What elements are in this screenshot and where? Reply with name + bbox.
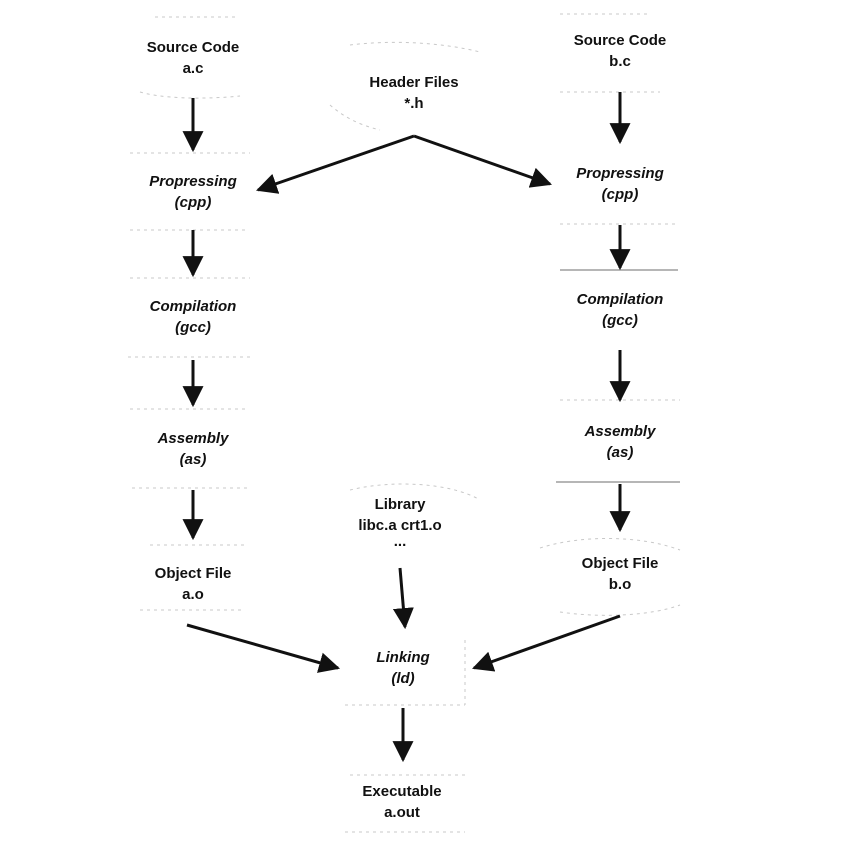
right-compile-tool: (gcc) bbox=[602, 312, 638, 329]
right-preprocess-title: Propressing bbox=[576, 165, 664, 182]
right-object-title: Object File bbox=[581, 555, 659, 572]
left-object-title: Object File bbox=[154, 565, 232, 582]
linking-node: Linking (ld) bbox=[343, 647, 463, 689]
arrow-header-to-left-preprocess bbox=[256, 134, 415, 194]
arrow-library-to-linking bbox=[392, 567, 414, 630]
right-object-file: b.o bbox=[608, 576, 632, 593]
left-source-title: Source Code bbox=[146, 39, 240, 56]
left-assemble-title: Assembly bbox=[157, 430, 229, 447]
right-source-node: Source Code b.c bbox=[560, 30, 680, 72]
right-preprocess-tool: (cpp) bbox=[601, 186, 639, 203]
library-title: Library bbox=[374, 496, 426, 513]
library-files: libc.a crt1.o bbox=[358, 517, 442, 534]
executable-file: a.out bbox=[384, 804, 420, 821]
right-object-node: Object File b.o bbox=[560, 553, 680, 595]
arrow-left-object-to-linking bbox=[186, 623, 341, 673]
right-preprocess-node: Propressing (cpp) bbox=[560, 163, 680, 205]
header-files-node: Header Files *.h bbox=[354, 72, 474, 114]
right-source-file: b.c bbox=[609, 53, 631, 70]
arrow-right-object-to-linking bbox=[472, 614, 621, 672]
library-node: Library libc.a crt1.o ... bbox=[330, 494, 470, 550]
left-assemble-tool: (as) bbox=[179, 451, 207, 468]
right-compile-title: Compilation bbox=[576, 291, 664, 308]
left-preprocess-tool: (cpp) bbox=[174, 194, 212, 211]
linking-tool: (ld) bbox=[391, 670, 415, 687]
header-files-title: Header Files bbox=[369, 74, 459, 91]
executable-title: Executable bbox=[362, 783, 442, 800]
library-ellipsis: ... bbox=[393, 533, 407, 550]
header-files-pattern: *.h bbox=[404, 95, 424, 112]
right-assemble-tool: (as) bbox=[606, 444, 634, 461]
right-assemble-title: Assembly bbox=[584, 423, 656, 440]
left-object-file: a.o bbox=[182, 586, 204, 603]
left-preprocess-title: Propressing bbox=[149, 173, 237, 190]
left-source-node: Source Code a.c bbox=[133, 37, 253, 79]
linking-title: Linking bbox=[376, 649, 430, 666]
right-assemble-node: Assembly (as) bbox=[560, 421, 680, 463]
arrow-header-to-right-preprocess bbox=[413, 134, 552, 188]
left-preprocess-node: Propressing (cpp) bbox=[133, 171, 253, 213]
right-compile-node: Compilation (gcc) bbox=[560, 289, 680, 331]
node-outlines bbox=[128, 13, 681, 833]
left-assemble-node: Assembly (as) bbox=[133, 428, 253, 470]
diagram-arrows bbox=[182, 92, 631, 763]
left-source-file: a.c bbox=[182, 60, 204, 77]
right-source-title: Source Code bbox=[573, 32, 667, 49]
left-compile-tool: (gcc) bbox=[175, 319, 211, 336]
executable-node: Executable a.out bbox=[342, 781, 462, 823]
left-object-node: Object File a.o bbox=[133, 563, 253, 605]
left-compile-title: Compilation bbox=[149, 298, 237, 315]
left-compile-node: Compilation (gcc) bbox=[133, 296, 253, 338]
